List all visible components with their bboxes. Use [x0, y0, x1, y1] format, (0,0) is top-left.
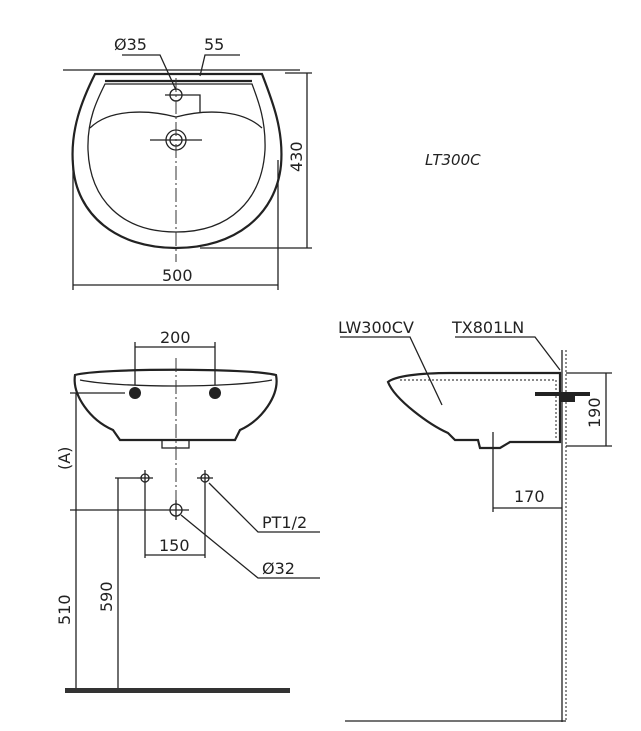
- basin-height-label: 190: [585, 397, 604, 428]
- supply-height-label: 590: [97, 581, 116, 612]
- top-view: Ø35 55 430 500: [63, 35, 312, 290]
- front-view: 200 150 PT1/2 Ø32 (A) 510 590: [55, 328, 320, 693]
- drain-outlet: [165, 500, 189, 520]
- dia35-leader: [122, 54, 177, 91]
- rim-line: [79, 379, 273, 387]
- offset-mark: [190, 94, 201, 113]
- wall-to-drain-label: 170: [514, 487, 545, 506]
- bracket-model-label: TX801LN: [451, 318, 524, 337]
- supply-right: [197, 470, 213, 486]
- tap-spacing-label: 200: [160, 328, 191, 347]
- basin-leader: [340, 336, 443, 406]
- basin-outline: [71, 72, 283, 250]
- basin-front: [73, 368, 278, 442]
- supply-spacing-label: 150: [159, 536, 190, 555]
- floor: [65, 688, 290, 693]
- tap-hole-left: [129, 387, 141, 399]
- height-a-label: (A): [55, 447, 74, 470]
- offset-label: 55: [204, 35, 224, 54]
- basin-model-label: LW300CV: [338, 318, 414, 337]
- basin-rim-inner: [87, 83, 266, 233]
- dia32-leader: [180, 514, 320, 579]
- bracket: [535, 392, 590, 402]
- offset-leader: [199, 54, 240, 77]
- side-view: 190 170 LW300CV TX801LN: [338, 318, 612, 722]
- drain-diameter-label: Ø32: [262, 559, 295, 578]
- rim-height-label: 510: [55, 594, 74, 625]
- tap-hole-right: [209, 387, 221, 399]
- bracket-leader: [455, 336, 561, 371]
- width-label: 500: [162, 266, 193, 285]
- pt-leader: [208, 482, 320, 533]
- supply-thread-label: PT1/2: [262, 513, 307, 532]
- hole-diameter-label: Ø35: [114, 35, 147, 54]
- model-label: LT300C: [425, 151, 481, 169]
- supply-left: [137, 470, 153, 486]
- basin-side: [386, 371, 562, 450]
- depth-label: 430: [287, 141, 306, 172]
